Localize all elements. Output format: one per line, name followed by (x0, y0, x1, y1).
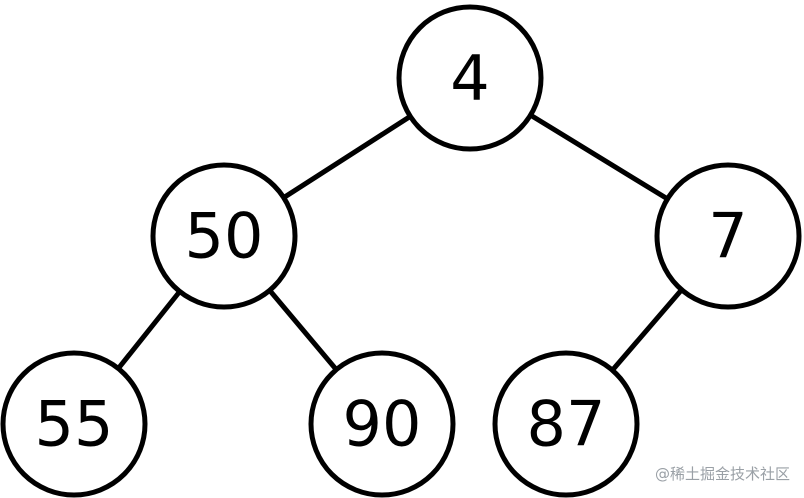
tree-edges (115, 112, 685, 373)
tree-edge-n-root-to-n-left (281, 113, 413, 201)
tree-node-left-left: 55 (0, 350, 148, 498)
tree-node-left-right: 90 (308, 350, 456, 498)
tree-edge-n-left-to-n-left-right (267, 287, 339, 373)
tree-node-circle (0, 350, 148, 498)
tree-node-circle (654, 162, 802, 310)
tree-node-label: 55 (35, 388, 114, 461)
tree-node-label: 87 (527, 388, 606, 461)
tree-nodes: 4 50 7 55 90 87 (0, 4, 802, 498)
tree-node-right: 7 (654, 162, 802, 310)
tree-node-label: 4 (450, 42, 489, 115)
tree-node-circle (492, 350, 640, 498)
tree-node-label: 90 (343, 388, 422, 461)
tree-node-left: 50 (150, 162, 298, 310)
tree-node-circle (150, 162, 298, 310)
tree-edge-n-left-to-n-left-left (115, 288, 183, 372)
tree-node-root: 4 (396, 4, 544, 152)
tree-node-circle (308, 350, 456, 498)
tree-node-label: 50 (185, 200, 264, 273)
tree-node-label: 7 (708, 200, 747, 273)
tree-edge-n-root-to-n-right (528, 112, 670, 202)
watermark: @稀土掘金技术社区 (654, 465, 790, 483)
tree-node-right-left: 87 (492, 350, 640, 498)
tree-edge-n-right-to-n-right-left (609, 287, 685, 373)
tree-node-circle (396, 4, 544, 152)
